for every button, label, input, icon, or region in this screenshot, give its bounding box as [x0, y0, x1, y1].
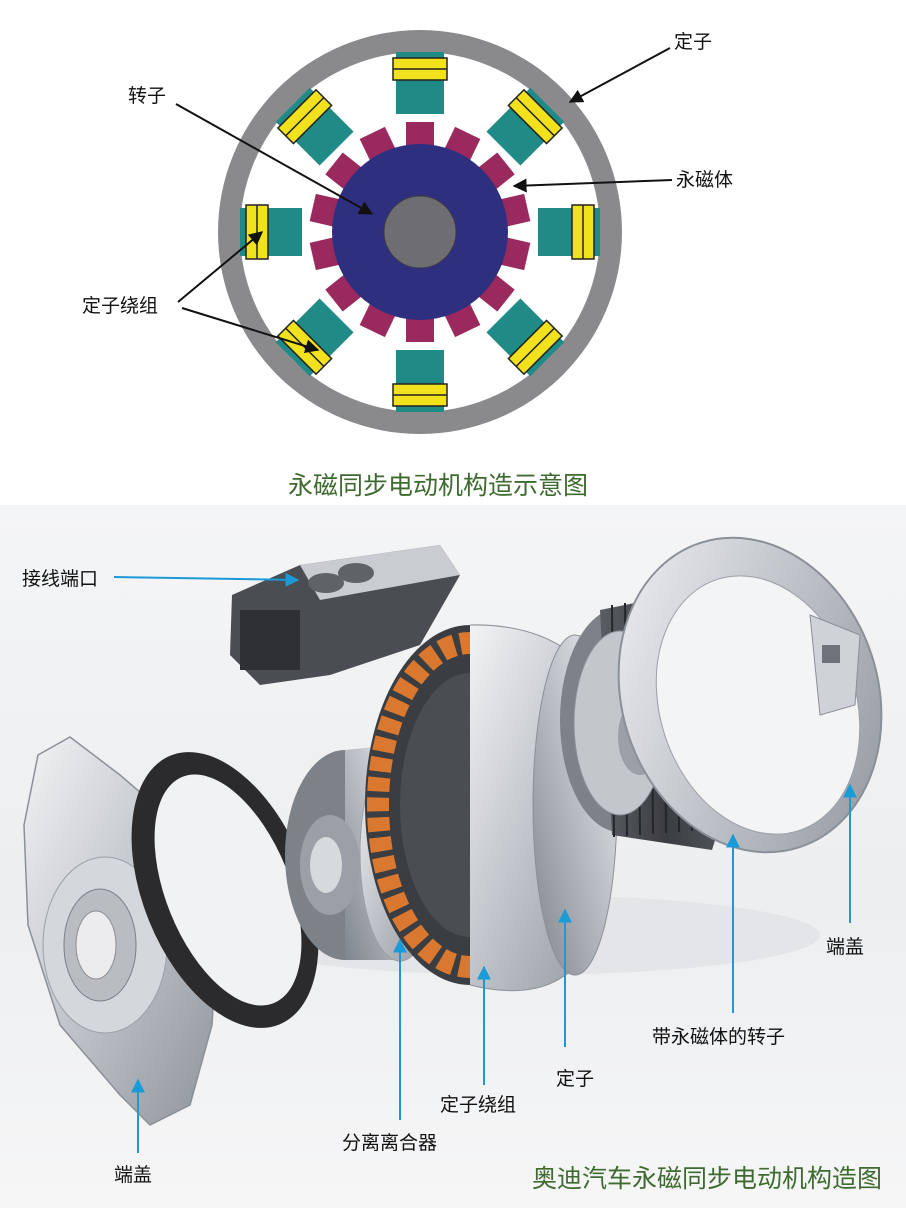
label-clutch: 分离离合器	[342, 1132, 437, 1154]
label-end-cap-left: 端盖	[114, 1164, 152, 1186]
label-winding: 定子绕组	[82, 295, 158, 317]
schematic-caption: 永磁同步电动机构造示意图	[288, 471, 588, 500]
label-rotor: 转子	[128, 85, 166, 107]
label-end-cap-right: 端盖	[826, 936, 864, 958]
label-magnet: 永磁体	[676, 169, 733, 191]
seal-ring	[131, 752, 319, 1028]
stator-tooth	[392, 52, 448, 114]
leader-port	[113, 572, 300, 587]
rotor-shaft	[383, 195, 457, 269]
motor-schematic: 定子 转子 永磁体 定子绕组 永磁同步电动机构造示意图	[82, 30, 733, 500]
stator-tooth	[538, 204, 600, 260]
leader-stator	[568, 47, 671, 103]
label-stator: 定子	[556, 1068, 594, 1090]
right-end-cap	[617, 536, 883, 854]
label-port: 接线端口	[22, 568, 98, 590]
stator-tooth	[486, 87, 565, 166]
stator-tooth	[486, 298, 565, 377]
audi-motor-exploded-view: 接线端口 端盖 带永磁体的转子 定子 定子绕组 分离离合器 端盖 奥迪汽车永磁同…	[0, 505, 906, 1208]
stator-tooth	[275, 87, 354, 166]
stator-tooth	[240, 204, 302, 260]
leader-winding-1	[177, 231, 264, 303]
label-winding: 定子绕组	[440, 1094, 516, 1116]
photo-caption: 奥迪汽车永磁同步电动机构造图	[532, 1164, 882, 1193]
stator-tooth	[392, 350, 448, 412]
label-rotor-magnet: 带永磁体的转子	[652, 1026, 785, 1048]
leader-magnet	[512, 178, 673, 193]
label-stator: 定子	[674, 31, 712, 53]
leader-winding-2	[181, 307, 320, 353]
leader-rotor	[175, 103, 374, 215]
